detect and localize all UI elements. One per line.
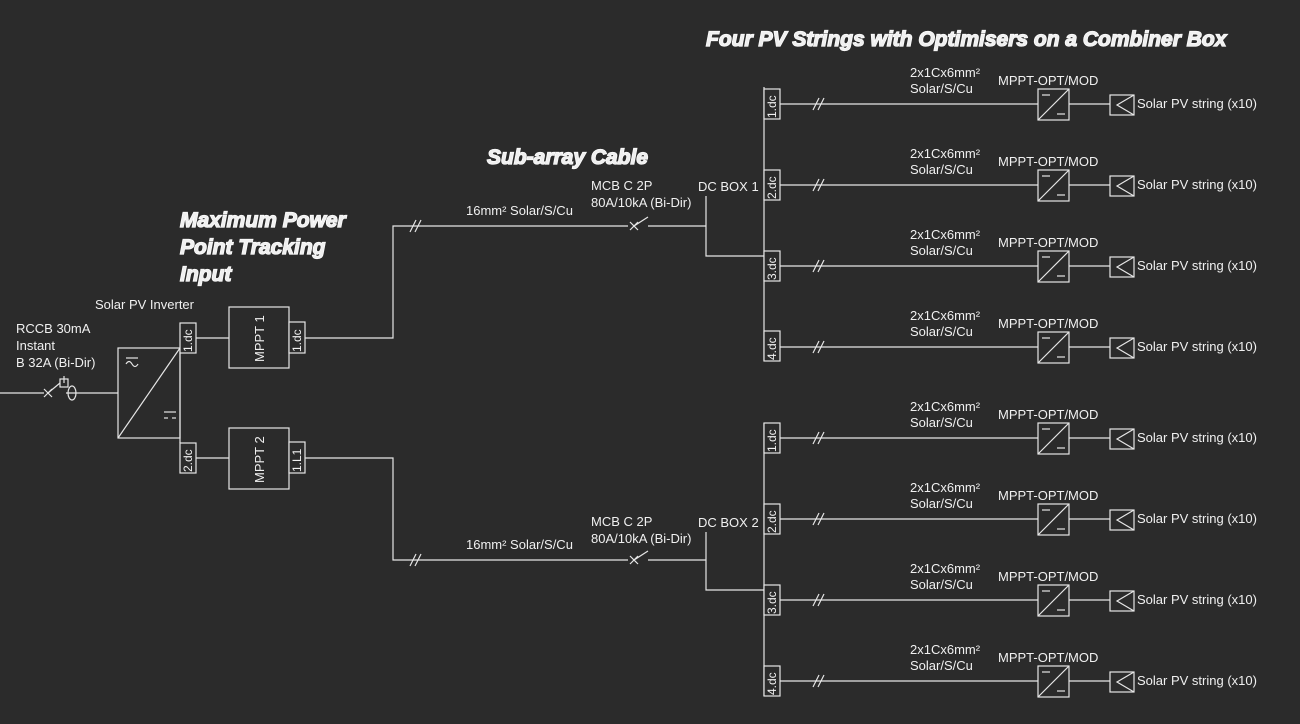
string-port: 4.dc — [765, 337, 779, 360]
mppt-1-label: MPPT 1 — [252, 315, 267, 362]
subarray-1-mcb-line2: 80A/10kA (Bi-Dir) — [591, 195, 691, 210]
dc-box-2-label: DC BOX 2 — [698, 515, 759, 530]
pv-string-label: Solar PV string (x10) — [1137, 592, 1257, 607]
pv-string-icon — [1109, 337, 1135, 359]
string-cable-line1: 2x1Cx6mm² — [910, 642, 981, 657]
rcd-test-icon — [59, 378, 69, 388]
subarray-2-mcb-line1: MCB C 2P — [591, 514, 652, 529]
mppt-1: MPPT 1 1.dc — [228, 306, 306, 369]
string-cable-line1: 2x1Cx6mm² — [910, 561, 981, 576]
string-cable-line2: Solar/S/Cu — [910, 81, 973, 96]
pv-string-icon — [1109, 256, 1135, 278]
mppt-2-label: MPPT 2 — [252, 436, 267, 483]
ac-sine-icon — [125, 360, 139, 368]
string-2-4: 4.dc 2x1Cx6mm² Solar/S/Cu MPPT-OPT/MOD S… — [763, 642, 1257, 698]
optimiser-label: MPPT-OPT/MOD — [998, 316, 1098, 331]
string-2-2: 2.dc 2x1Cx6mm² Solar/S/Cu MPPT-OPT/MOD S… — [763, 480, 1257, 536]
string-cable-line2: Solar/S/Cu — [910, 658, 973, 673]
subarray-2-cable-label: 16mm² Solar/S/Cu — [466, 537, 573, 552]
mppt-2-port: 1.L1 — [290, 448, 304, 472]
mppt-annotation-line3: Input — [180, 263, 232, 286]
string-port: 2.dc — [765, 176, 779, 199]
subarray-2-feeder: 16mm² Solar/S/Cu MCB C 2P 80A/10kA (Bi-D… — [305, 423, 765, 696]
optimiser-label: MPPT-OPT/MOD — [998, 235, 1098, 250]
pv-string-label: Solar PV string (x10) — [1137, 96, 1257, 111]
string-cable-line2: Solar/S/Cu — [910, 162, 973, 177]
string-1-2: 2.dc 2x1Cx6mm² Solar/S/Cu MPPT-OPT/MOD S… — [763, 146, 1257, 202]
string-2-3: 3.dc 2x1Cx6mm² Solar/S/Cu MPPT-OPT/MOD S… — [763, 561, 1257, 617]
string-cable-line2: Solar/S/Cu — [910, 415, 973, 430]
rccb-label-line2: Instant — [16, 338, 55, 353]
pv-string-label: Solar PV string (x10) — [1137, 673, 1257, 688]
cable-tick-icon — [409, 219, 417, 233]
rccb-label-line3: B 32A (Bi-Dir) — [16, 355, 95, 370]
optimiser-label: MPPT-OPT/MOD — [998, 154, 1098, 169]
mppt-1-port: 1.dc — [290, 329, 304, 352]
string-cable-line1: 2x1Cx6mm² — [910, 65, 981, 80]
string-cable-line1: 2x1Cx6mm² — [910, 227, 981, 242]
rccb-label-line1: RCCB 30mA — [16, 321, 91, 336]
string-cable-line1: 2x1Cx6mm² — [910, 146, 981, 161]
subarray-2-mcb-line2: 80A/10kA (Bi-Dir) — [591, 531, 691, 546]
string-cable-line2: Solar/S/Cu — [910, 496, 973, 511]
string-2-1: 1.dc 2x1Cx6mm² Solar/S/Cu MPPT-OPT/MOD S… — [763, 399, 1257, 455]
pv-string-label: Solar PV string (x10) — [1137, 511, 1257, 526]
pv-string-icon — [1109, 509, 1135, 531]
string-port: 1.dc — [765, 429, 779, 452]
subarray-1-feeder: 16mm² Solar/S/Cu MCB C 2P 80A/10kA (Bi-D… — [305, 87, 765, 361]
mppt-annotation-line1: Maximum Power — [180, 209, 348, 232]
optimiser-label: MPPT-OPT/MOD — [998, 488, 1098, 503]
optimiser-label: MPPT-OPT/MOD — [998, 407, 1098, 422]
pv-string-icon — [1109, 671, 1135, 693]
pv-string-icon — [1109, 94, 1135, 116]
string-cable-line2: Solar/S/Cu — [910, 324, 973, 339]
pv-string-label: Solar PV string (x10) — [1137, 177, 1257, 192]
pv-string-label: Solar PV string (x10) — [1137, 430, 1257, 445]
string-cable-line1: 2x1Cx6mm² — [910, 308, 981, 323]
pv-string-icon — [1109, 590, 1135, 612]
string-1-3: 3.dc 2x1Cx6mm² Solar/S/Cu MPPT-OPT/MOD S… — [763, 227, 1257, 283]
inverter-port-1: 1.dc — [181, 329, 195, 352]
subarray-1-mcb-line1: MCB C 2P — [591, 178, 652, 193]
optimiser-label: MPPT-OPT/MOD — [998, 569, 1098, 584]
string-port: 3.dc — [765, 257, 779, 280]
optimiser-label: MPPT-OPT/MOD — [998, 650, 1098, 665]
subarray-1-cable-label: 16mm² Solar/S/Cu — [466, 203, 573, 218]
string-cable-line2: Solar/S/Cu — [910, 577, 973, 592]
pv-string-icon — [1109, 428, 1135, 450]
pv-string-label: Solar PV string (x10) — [1137, 258, 1257, 273]
string-port: 3.dc — [765, 591, 779, 614]
string-port: 1.dc — [765, 95, 779, 118]
string-cable-line2: Solar/S/Cu — [910, 243, 973, 258]
pv-string-icon — [1109, 175, 1135, 197]
mppt-annotation-line2: Point Tracking — [180, 236, 326, 259]
optimiser-label: MPPT-OPT/MOD — [998, 73, 1098, 88]
combiner-box-annotation: Four PV Strings with Optimisers on a Com… — [706, 28, 1228, 51]
string-port: 4.dc — [765, 672, 779, 695]
inverter-label: Solar PV Inverter — [95, 297, 195, 312]
string-1-1: 1.dc 2x1Cx6mm² Solar/S/Cu MPPT-OPT/MOD S… — [763, 65, 1257, 121]
string-port: 2.dc — [765, 510, 779, 533]
string-1-4: 4.dc 2x1Cx6mm² Solar/S/Cu MPPT-OPT/MOD S… — [763, 308, 1257, 364]
solar-pv-inverter: Solar PV Inverter 1.dc 2.dc — [95, 297, 229, 474]
mppt-2: MPPT 2 1.L1 — [228, 427, 306, 490]
dc-box-1-label: DC BOX 1 — [698, 179, 759, 194]
string-cable-line1: 2x1Cx6mm² — [910, 480, 981, 495]
subarray-cable-annotation: Sub-array Cable — [487, 146, 648, 169]
cable-tick-icon — [409, 553, 417, 567]
inverter-port-2: 2.dc — [181, 449, 195, 472]
pv-string-label: Solar PV string (x10) — [1137, 339, 1257, 354]
string-cable-line1: 2x1Cx6mm² — [910, 399, 981, 414]
rccb: RCCB 30mA Instant B 32A (Bi-Dir) — [0, 321, 118, 401]
